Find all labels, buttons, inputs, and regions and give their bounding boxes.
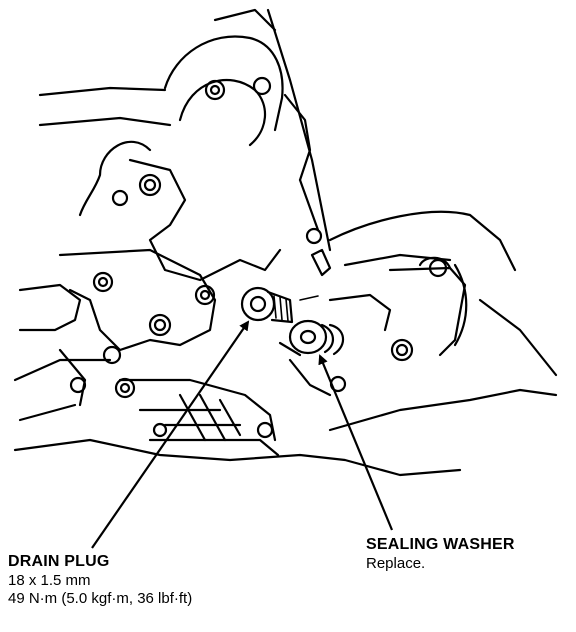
housing-edge [266,8,332,277]
drain-plug-size: 18 x 1.5 mm [8,571,91,589]
drain-plug-callout: DRAIN PLUG 18 x 1.5 mm 49 N·m (5.0 kgf·m… [8,553,192,607]
drain-plug-torque: 49 N·m (5.0 kgf·m, 36 lbf·ft) [8,589,193,607]
drain-plug-part [240,286,319,324]
sealing-washer-leader-arrow [318,354,394,531]
upper-mount-bracket [38,8,312,182]
drain-plug-leader-arrow [91,320,250,549]
sealing-washer-callout: SEALING WASHER Replace. [366,536,515,573]
sealing-washer-title: SEALING WASHER [366,536,515,553]
lower-case-ribs [13,378,558,477]
sealing-washer-note: Replace. [366,554,426,572]
sealing-washer-part [278,319,344,357]
leader-arrows [91,320,394,549]
drain-plug-title: DRAIN PLUG [8,553,110,570]
transmission-case [13,140,282,422]
right-case-section [288,210,558,397]
